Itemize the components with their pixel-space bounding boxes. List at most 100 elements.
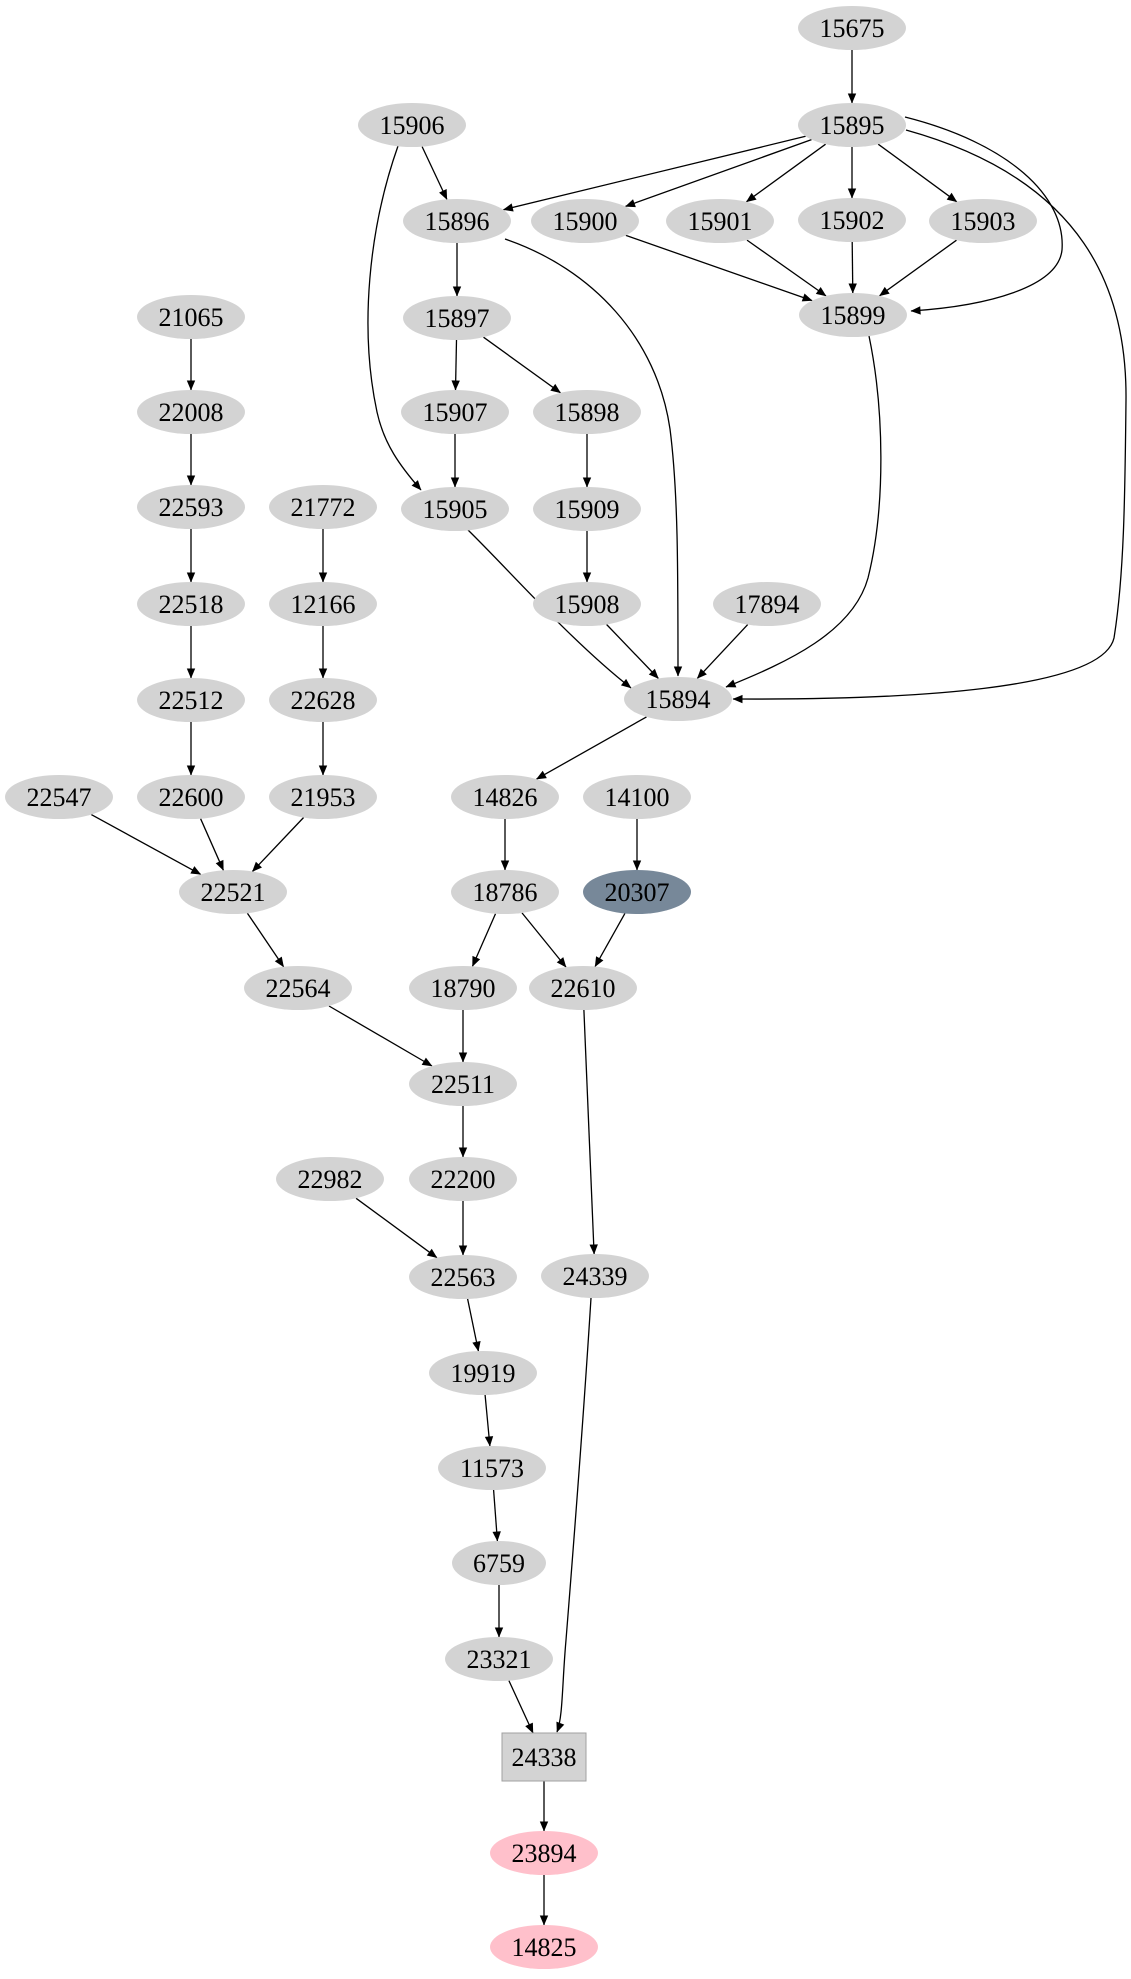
edge-15894-14826: [536, 716, 647, 780]
node-label-23894: 23894: [512, 1839, 577, 1868]
node-ellipse-14100: [583, 775, 691, 819]
node-22512: 22512: [137, 678, 245, 722]
edge-15895-15901: [745, 143, 826, 203]
node-ellipse-22564: [244, 966, 352, 1010]
node-22564: 22564: [244, 966, 352, 1010]
node-label-15908: 15908: [555, 590, 620, 619]
node-label-24338: 24338: [512, 1743, 577, 1772]
node-label-22511: 22511: [431, 1070, 495, 1099]
node-22008: 22008: [137, 390, 245, 434]
edge-15908-15894: [606, 624, 659, 679]
node-15675: 15675: [798, 6, 906, 50]
node-label-22518: 22518: [159, 590, 224, 619]
node-22200: 22200: [409, 1157, 517, 1201]
node-label-15900: 15900: [553, 207, 618, 236]
node-label-15907: 15907: [423, 398, 488, 427]
node-ellipse-22563: [409, 1255, 517, 1299]
node-ellipse-15909: [533, 487, 641, 531]
edge-23321-24338: [508, 1680, 534, 1734]
node-ellipse-22610: [529, 966, 637, 1010]
node-label-15897: 15897: [425, 304, 490, 333]
edge-15903-15899: [879, 239, 957, 297]
node-22521: 22521: [179, 870, 287, 914]
node-23321: 23321: [445, 1637, 553, 1681]
node-ellipse-23321: [445, 1637, 553, 1681]
edge-15901-15899: [746, 239, 827, 297]
node-label-15902: 15902: [820, 206, 885, 235]
node-ellipse-19919: [429, 1351, 537, 1395]
edge-21953-22521: [251, 817, 305, 872]
node-label-22521: 22521: [201, 878, 266, 907]
node-ellipse-14826: [451, 775, 559, 819]
node-ellipse-15905: [401, 487, 509, 531]
node-15905: 15905: [401, 487, 509, 531]
node-label-21953: 21953: [291, 783, 356, 812]
node-18786: 18786: [451, 870, 559, 914]
node-24339: 24339: [541, 1254, 649, 1298]
edge-20307-22610: [594, 913, 626, 968]
node-15902: 15902: [798, 198, 906, 242]
node-22600: 22600: [137, 775, 245, 819]
node-ellipse-15901: [666, 199, 774, 243]
node-22563: 22563: [409, 1255, 517, 1299]
node-21065: 21065: [137, 295, 245, 339]
node-15908: 15908: [533, 582, 641, 626]
edge-19919-11573: [484, 1394, 494, 1447]
node-ellipse-14825: [490, 1925, 598, 1969]
node-ellipse-15902: [798, 198, 906, 242]
node-box-24338: [501, 1732, 587, 1782]
edge-15899-15894: [725, 335, 882, 688]
node-15894: 15894: [624, 677, 732, 721]
edge-22563-19919: [466, 1298, 481, 1352]
edge-15895-15900: [625, 138, 812, 208]
node-label-22008: 22008: [159, 398, 224, 427]
node-ellipse-22982: [276, 1157, 384, 1201]
edge-22600-22521: [200, 818, 224, 871]
node-ellipse-22512: [137, 678, 245, 722]
node-label-11573: 11573: [460, 1454, 524, 1483]
edge-15897-15907: [451, 339, 460, 391]
node-ellipse-15894: [624, 677, 732, 721]
node-20307: 20307: [583, 870, 691, 914]
node-11573: 11573: [438, 1446, 546, 1490]
node-label-19919: 19919: [451, 1359, 516, 1388]
node-15909: 15909: [533, 487, 641, 531]
node-label-22563: 22563: [431, 1263, 496, 1292]
node-label-15894: 15894: [646, 685, 711, 714]
node-ellipse-21772: [269, 485, 377, 529]
node-21953: 21953: [269, 775, 377, 819]
edge-15902-15899: [848, 241, 857, 294]
node-label-22593: 22593: [159, 493, 224, 522]
edge-15895-15894: [732, 129, 1127, 704]
node-22628: 22628: [269, 678, 377, 722]
node-ellipse-15903: [929, 199, 1037, 243]
node-ellipse-15907: [401, 390, 509, 434]
edge-24339-24338: [556, 1297, 592, 1733]
node-22511: 22511: [409, 1062, 517, 1106]
node-label-15895: 15895: [820, 111, 885, 140]
edge-11573-6759: [492, 1489, 501, 1542]
node-22547: 22547: [5, 775, 113, 819]
node-ellipse-22593: [137, 485, 245, 529]
node-label-23321: 23321: [467, 1645, 532, 1674]
node-12166: 12166: [269, 582, 377, 626]
node-label-15909: 15909: [555, 495, 620, 524]
node-ellipse-23894: [490, 1831, 598, 1875]
node-ellipse-15895: [798, 103, 906, 147]
node-label-12166: 12166: [291, 590, 356, 619]
node-ellipse-21065: [137, 295, 245, 339]
node-15895: 15895: [798, 103, 906, 147]
node-15906: 15906: [358, 103, 466, 147]
node-label-22547: 22547: [27, 783, 92, 812]
edge-22547-22521: [90, 814, 202, 875]
node-15898: 15898: [533, 390, 641, 434]
node-14100: 14100: [583, 775, 691, 819]
node-15900: 15900: [531, 199, 639, 243]
node-ellipse-15898: [533, 390, 641, 434]
node-ellipse-11573: [438, 1446, 546, 1490]
node-label-22982: 22982: [298, 1165, 363, 1194]
node-ellipse-22600: [137, 775, 245, 819]
node-label-15906: 15906: [380, 111, 445, 140]
node-label-18790: 18790: [431, 974, 496, 1003]
